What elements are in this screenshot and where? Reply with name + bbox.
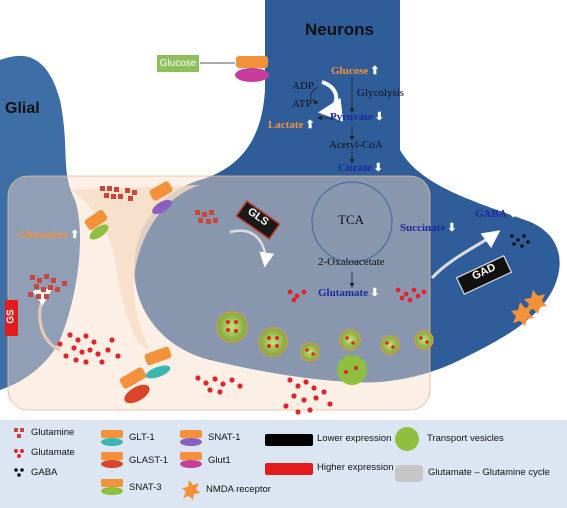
atp-label: ATP — [292, 98, 312, 110]
adp-label: ADP — [292, 80, 315, 92]
glutamine-cluster-cleft — [100, 186, 137, 201]
neuron-cell — [134, 0, 560, 383]
citrate-label: Citrate⬇ — [338, 161, 383, 174]
legend-snat3-label: SNAT-3 — [129, 482, 162, 493]
gs-text: GS — [5, 309, 17, 324]
oxaloacetate-label: 2-Oxaloacetate — [318, 256, 385, 268]
tca-label: TCA — [338, 212, 364, 227]
glial-label: Glial — [5, 100, 40, 117]
gaba-label: GABA⬇ — [475, 207, 518, 220]
legend-glast1-icon — [101, 452, 123, 468]
legend-lower-expression-icon — [265, 434, 313, 446]
legend-cycle-label: Glutamate – Glutamine cycle — [428, 467, 550, 478]
legend-glutamate-label: Glutamate — [31, 447, 75, 458]
acetyl-coa-label: Acetyl-CoA — [329, 139, 383, 151]
legend-gaba-label: GABA — [31, 467, 58, 478]
glucose-label: Glucose⬆ — [331, 64, 380, 77]
pyruvate-label: Pyruvate⬇ — [330, 110, 384, 123]
snat1-transporter-neuron — [149, 181, 173, 214]
glutamate-text: Glutamate — [318, 287, 369, 299]
glutamine-cluster-glia — [28, 274, 67, 299]
gad-tag — [455, 255, 513, 295]
legend-glutamate-icon — [14, 449, 24, 458]
citrate-down-icon: ⬇ — [373, 162, 383, 174]
glucose-input-box: Glucose — [157, 55, 199, 72]
glutamate-label: Glutamate⬇ — [318, 286, 380, 299]
gaba-cluster — [510, 234, 530, 248]
gaba-text: GABA — [475, 208, 507, 220]
gls-tag — [235, 200, 281, 240]
adp-atp-arrow — [310, 86, 319, 105]
glutamine-text: Glutamine — [18, 229, 69, 241]
citrate-text: Citrate — [338, 162, 372, 174]
transport-vesicles — [216, 311, 434, 385]
legend-higher-expression-label: Higher expression — [317, 462, 394, 473]
glutamine-cluster-neuron — [195, 210, 218, 224]
lactate-label: Lactate⬆ — [268, 118, 315, 131]
nmda-receptor — [511, 290, 547, 326]
glutamate-cluster-glia — [57, 332, 121, 365]
gaba-down-icon: ⬇ — [508, 208, 518, 220]
gs-tag — [5, 300, 18, 336]
glutamate-cluster-cleft — [195, 375, 333, 415]
lactate-text: Lactate — [268, 119, 304, 131]
legend-glut1-label: Glut1 — [208, 455, 231, 466]
legend-vesicle-icon — [395, 427, 419, 451]
legend-snat3-icon — [101, 479, 123, 495]
legend-nmda-icon — [182, 480, 200, 500]
glast1-transporter — [119, 367, 150, 404]
succinate-label: Succinate⬇ — [400, 221, 457, 234]
succinate-text: Succinate — [400, 222, 446, 234]
glutamate-down-icon: ⬇ — [370, 287, 380, 299]
gls-arrow — [229, 229, 275, 268]
synaptic-cleft — [70, 185, 200, 350]
vesicle-glutamate — [226, 320, 429, 374]
legend-snat1-icon — [180, 430, 202, 446]
legend-glt1-label: GLT-1 — [129, 432, 155, 443]
pyruvate-down-icon: ⬇ — [374, 111, 384, 123]
tca-cycle-circle — [311, 181, 393, 263]
legend-snat1-label: SNAT-1 — [208, 432, 241, 443]
legend-glutamine-icon — [14, 428, 24, 438]
snat3-transporter-glia — [84, 209, 109, 240]
legend-glutamine-label: Glutamine — [31, 427, 75, 438]
legend-vesicles-label: Transport vesicles — [427, 433, 504, 444]
glut1-transporter — [235, 56, 269, 82]
glutamate-cluster-neuron — [287, 287, 427, 303]
glucose-text: Glucose — [331, 65, 369, 77]
legend-lower-expression-label: Lower expression — [317, 433, 392, 444]
lactate-up-icon: ⬆ — [305, 119, 315, 131]
legend-higher-expression-icon — [265, 463, 313, 475]
legend-glt1-icon — [101, 430, 123, 446]
glial-cell — [0, 55, 80, 390]
legend-glast1-label: GLAST-1 — [129, 455, 169, 466]
glycolysis-arrow — [318, 80, 344, 122]
succinate-down-icon: ⬇ — [447, 222, 457, 234]
gs-arrow — [32, 288, 61, 352]
legend-cycle-icon — [395, 465, 423, 482]
neurons-label: Neurons — [305, 20, 374, 39]
glt1-transporter — [144, 346, 172, 379]
gad-arrow — [430, 230, 501, 280]
glucose-up-icon: ⬆ — [370, 65, 380, 77]
glycolysis-label: Glycolysis — [357, 87, 405, 99]
pyruvate-text: Pyruvate — [330, 111, 373, 123]
legend-glut1-icon — [180, 452, 202, 468]
glutamine-label: Glutamine⬆ — [18, 228, 80, 241]
legend-nmda-label: NMDA receptor — [206, 484, 271, 495]
glutamine-up-icon: ⬆ — [70, 229, 80, 241]
legend-gaba-icon — [14, 468, 24, 477]
